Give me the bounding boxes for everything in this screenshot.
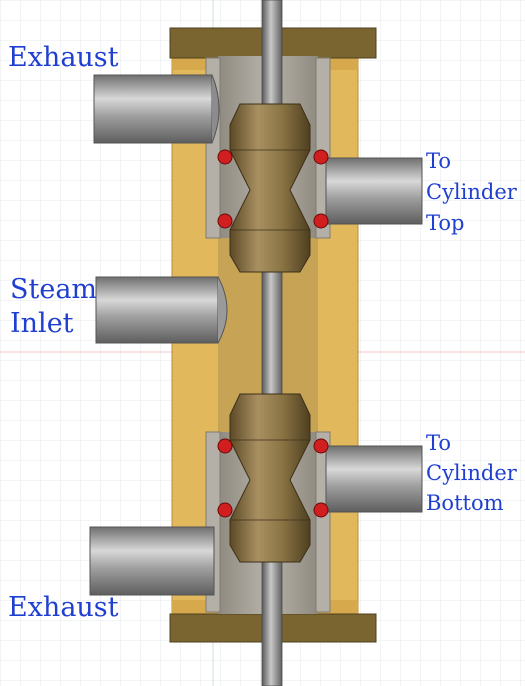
- cylinder-bottom-pipe: [325, 445, 423, 513]
- label-steam-inlet-line2: Inlet: [10, 308, 74, 339]
- label-cyl-bottom-line3: Bottom: [426, 491, 504, 515]
- label-cyl-top-line3: Top: [426, 211, 465, 235]
- exhaust-bottom-pipe: [89, 526, 215, 596]
- label-steam-inlet-line1: Steam: [10, 274, 98, 305]
- exhaust-top-pipe: [93, 74, 220, 144]
- label-cyl-bottom-line1: To: [426, 431, 452, 455]
- o-ring-seals: [217, 149, 329, 518]
- valve-rod: [261, 0, 283, 686]
- lower-spool: [229, 393, 311, 563]
- label-exhaust-top: Exhaust: [8, 42, 119, 73]
- cylinder-top-pipe: [325, 157, 423, 225]
- upper-spool: [229, 103, 311, 273]
- label-cyl-top-line2: Cylinder: [426, 180, 517, 204]
- steam-inlet-pipe: [95, 276, 228, 344]
- label-cyl-bottom-line2: Cylinder: [426, 461, 517, 485]
- label-cyl-top-line1: To: [426, 149, 452, 173]
- label-exhaust-bottom: Exhaust: [8, 592, 119, 623]
